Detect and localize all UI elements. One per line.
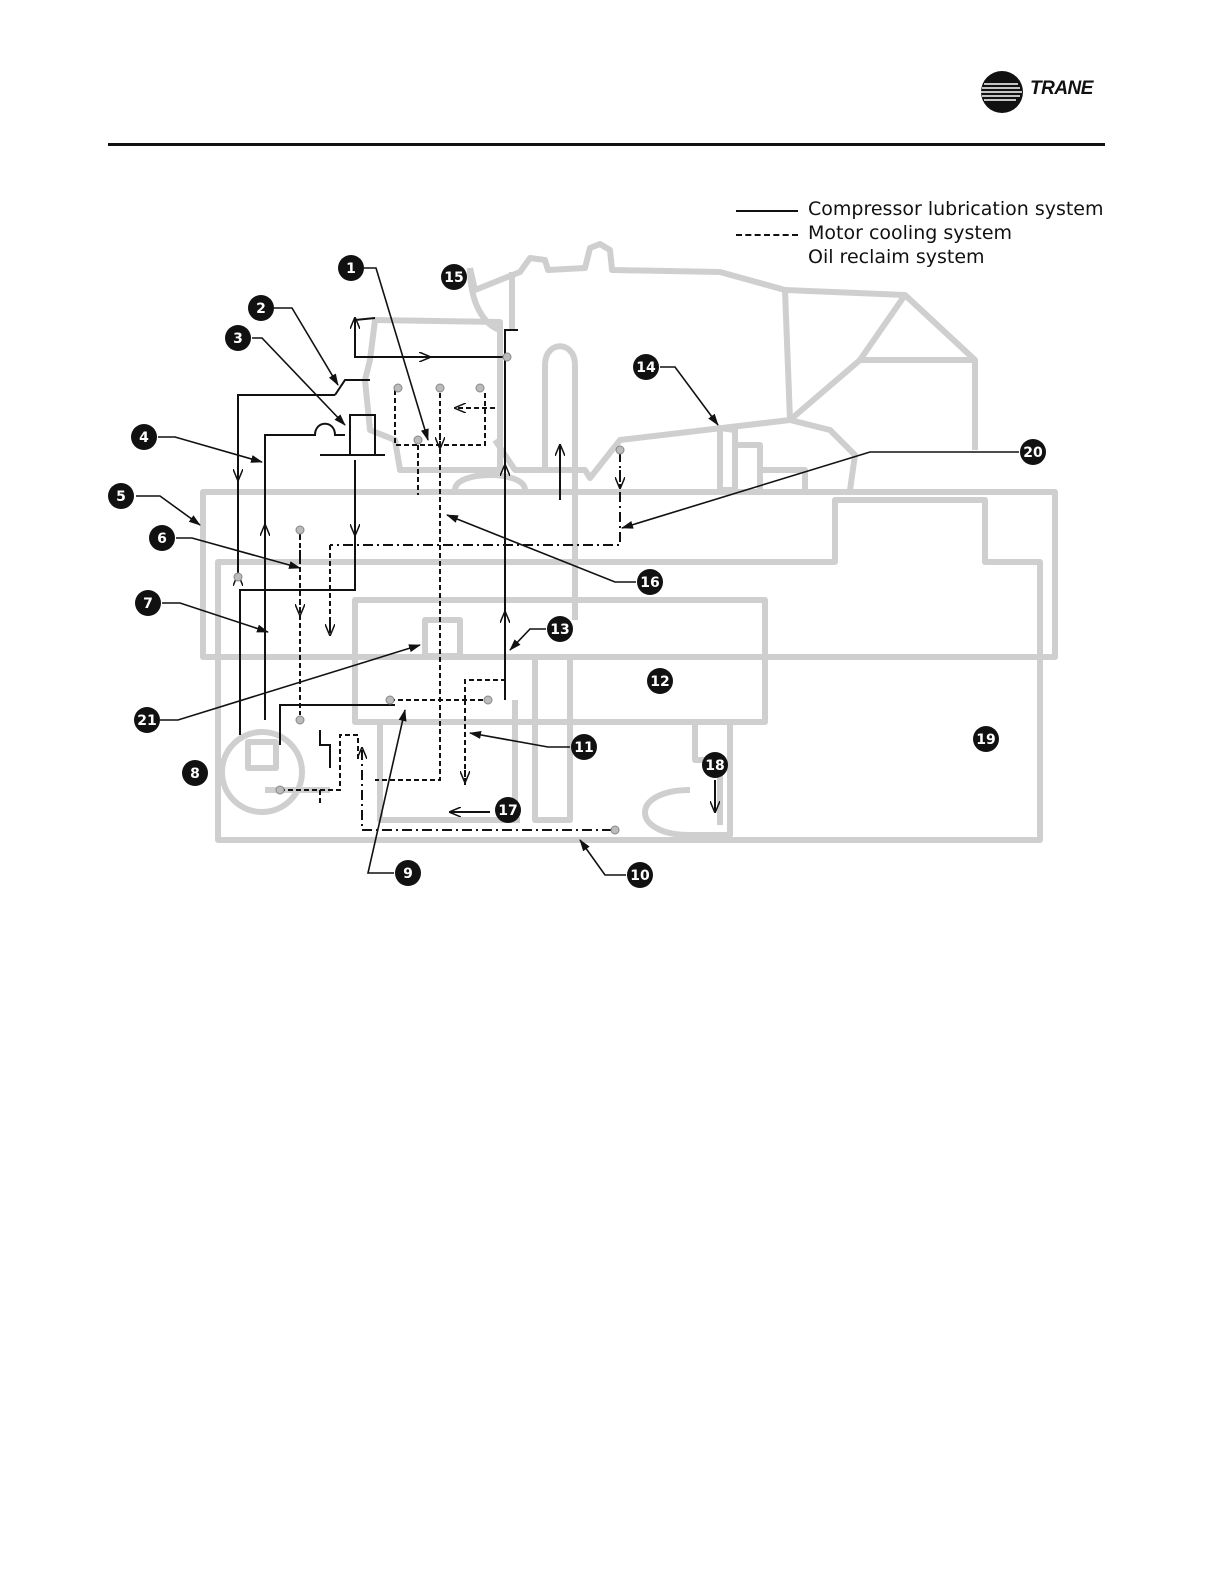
oil-heater [425, 620, 460, 656]
callout-2: 2 [248, 295, 274, 321]
callout-number: 21 [137, 713, 156, 729]
callout-number: 4 [139, 430, 149, 446]
callout-number: 18 [705, 758, 724, 774]
callout-9: 9 [395, 860, 421, 886]
callout-number: 2 [256, 301, 266, 317]
callout-17: 17 [495, 797, 521, 823]
callout-3: 3 [225, 325, 251, 351]
callout-number: 19 [976, 732, 995, 748]
callout-11: 11 [571, 734, 597, 760]
callout-5: 5 [108, 483, 134, 509]
callout-1: 1 [338, 255, 364, 281]
callout-number: 11 [574, 740, 593, 756]
callout-12: 12 [647, 668, 673, 694]
callout-6: 6 [149, 525, 175, 551]
callout-number: 13 [550, 622, 569, 638]
callout-number: 9 [403, 866, 413, 882]
callout-number: 5 [116, 489, 126, 505]
flow-arrows [450, 780, 715, 812]
callout-number: 7 [143, 596, 153, 612]
callout-20: 20 [1020, 439, 1046, 465]
callout-number: 16 [640, 575, 659, 591]
callout-21: 21 [134, 707, 160, 733]
motor-housing [365, 320, 500, 470]
callout-16: 16 [637, 569, 663, 595]
callout-number: 8 [190, 766, 200, 782]
callout-number: 1 [346, 261, 356, 277]
callout-10: 10 [627, 862, 653, 888]
callout-number: 3 [233, 331, 243, 347]
port-dots [234, 353, 624, 834]
callout-13: 13 [547, 616, 573, 642]
callout-8: 8 [182, 760, 208, 786]
callout-number: 6 [157, 531, 167, 547]
callout-number: 14 [636, 360, 656, 376]
callout-7: 7 [135, 590, 161, 616]
callout-number: 17 [498, 803, 517, 819]
callout-15: 15 [441, 264, 467, 290]
callout-4: 4 [131, 424, 157, 450]
callout-19: 19 [973, 726, 999, 752]
callout-number: 15 [444, 270, 463, 286]
callout-number: 12 [650, 674, 669, 690]
callout-14: 14 [633, 354, 659, 380]
drain-trap [645, 790, 690, 835]
callout-18: 18 [702, 752, 728, 778]
callout-number: 10 [630, 868, 650, 884]
callout-number: 20 [1023, 445, 1043, 461]
motor-cooling-lines [280, 385, 505, 805]
